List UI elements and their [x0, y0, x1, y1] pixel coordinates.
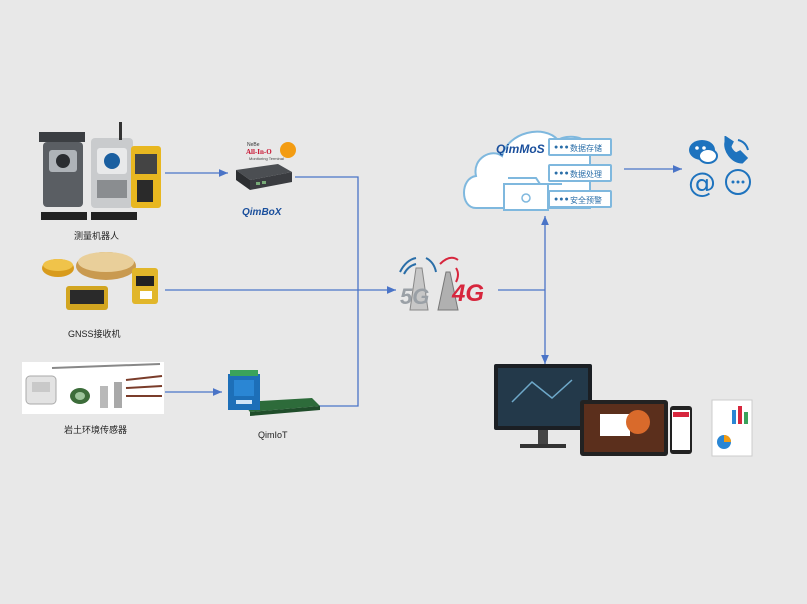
geo-sensor-label: 岩土环境传感器	[64, 425, 128, 435]
cloud-row-storage: ●●● 数据存储	[548, 138, 612, 156]
cloud-row-label: 安全预警	[570, 196, 602, 205]
link-qimbox-network	[295, 176, 359, 290]
cloud-row-processing: ●●● 数据处理	[548, 164, 612, 182]
qimiot-label: QimIoT	[258, 430, 288, 440]
qimbox-badge-text: All-In-O	[246, 148, 272, 156]
wechat-icon	[689, 140, 718, 164]
qimbox-badge: NeBe All-In-O Monitoring Terminal	[244, 138, 300, 162]
qimbox-label: QimBoX	[242, 207, 282, 218]
network-5g-4g: 5G 4G	[396, 254, 500, 312]
svg-text:NeBe: NeBe	[247, 142, 260, 148]
qimbox-device-image	[232, 162, 294, 192]
qimiot-device-image	[222, 368, 320, 418]
svg-text:Monitoring Terminal: Monitoring Terminal	[249, 156, 284, 161]
server-dots-icon: ●●●	[554, 196, 570, 203]
phone-icon	[724, 135, 749, 164]
server-dots-icon: ●●●	[554, 170, 570, 177]
geo-sensor-image	[22, 362, 164, 414]
link-qimiot-network	[318, 290, 359, 407]
cloud-row-alert: ●●● 安全预警	[548, 190, 612, 208]
cloud-row-label: 数据处理	[570, 170, 602, 179]
email-icon: @	[688, 166, 716, 199]
cloud-row-label: 数据存储	[570, 144, 602, 153]
total-station-label: 测量机器人	[74, 231, 120, 241]
svg-text:@: @	[688, 166, 716, 198]
gnss-receiver-image	[38, 246, 164, 316]
network-5g-label: 5G	[400, 284, 430, 309]
terminal-devices	[492, 362, 762, 460]
gnss-label: GNSS接收机	[68, 329, 121, 339]
message-icon	[725, 169, 751, 195]
network-4g-label: 4G	[452, 280, 485, 307]
server-dots-icon: ●●●	[554, 144, 570, 151]
notify-icons: @	[688, 135, 754, 199]
total-station-image	[35, 120, 165, 225]
cloud-brand: QimMoS	[496, 142, 545, 156]
